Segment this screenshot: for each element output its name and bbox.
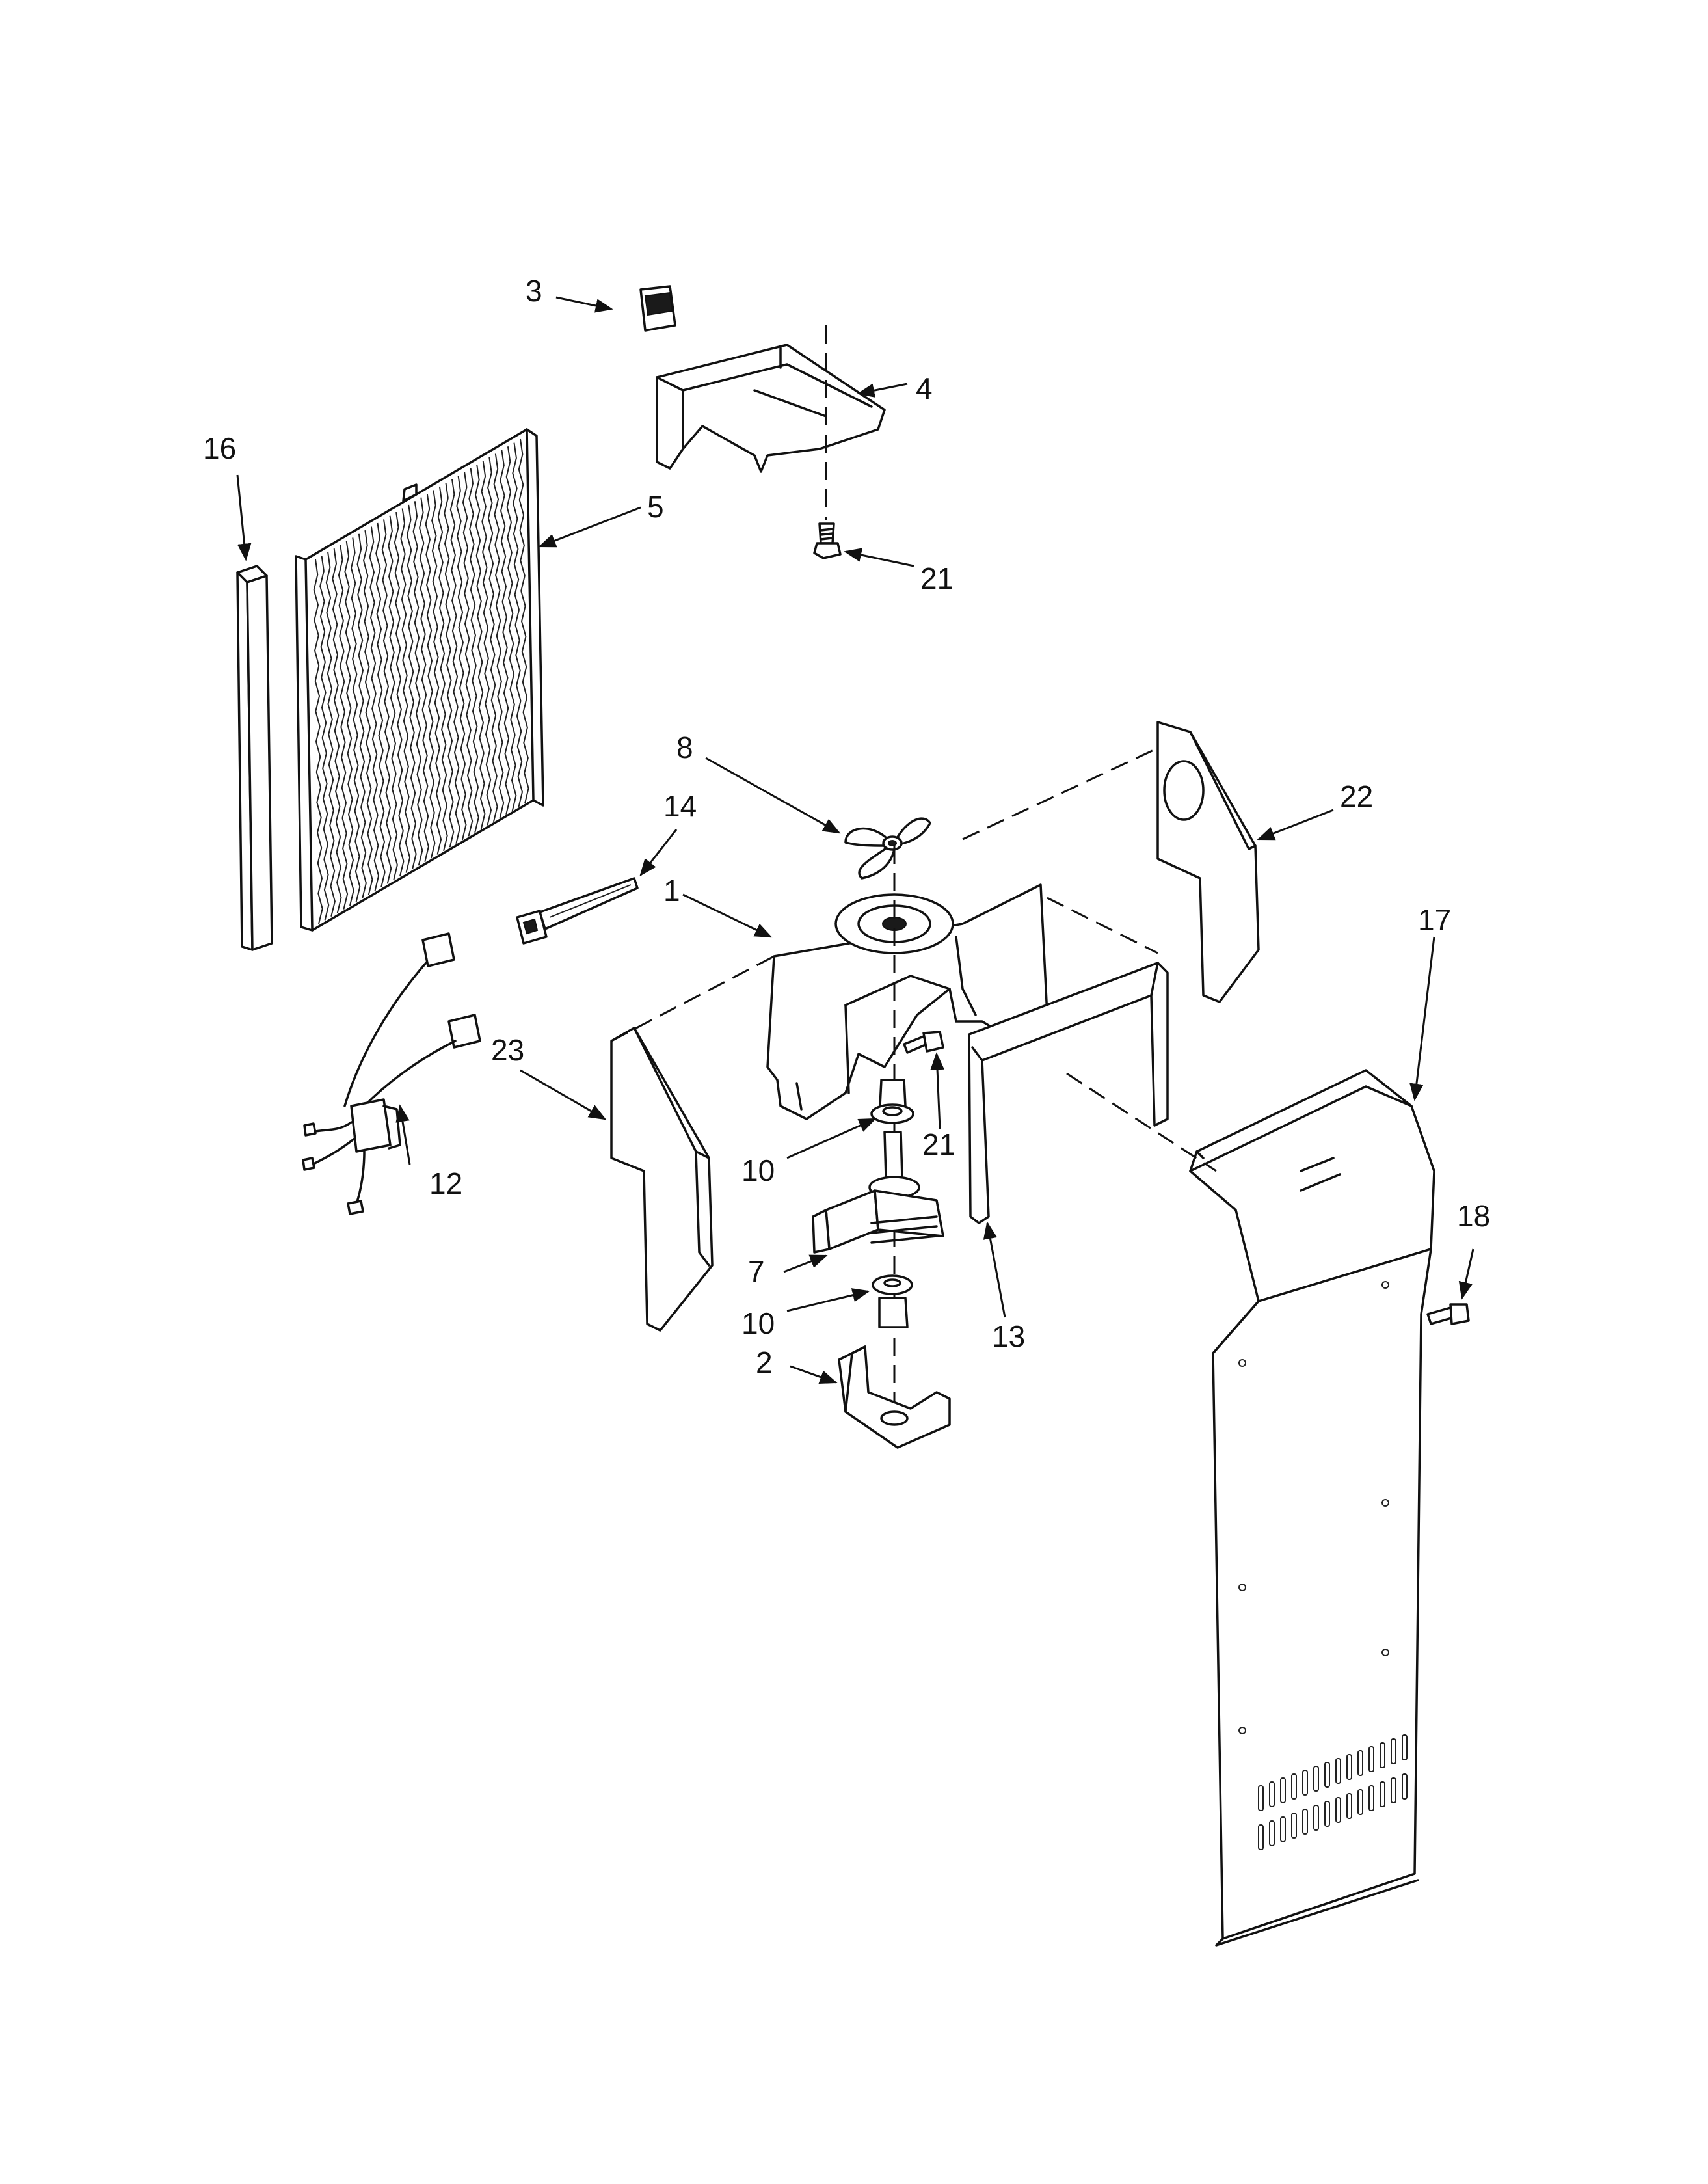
- leader-lines: [236, 296, 1474, 1384]
- label-part-10-lower: 10: [741, 1306, 775, 1340]
- label-part-4: 4: [916, 371, 933, 405]
- part-18-screw: [1426, 1303, 1470, 1325]
- part-10-grommet-upper: [870, 1079, 914, 1124]
- part-10-grommet-lower: [872, 1274, 913, 1328]
- part-13-u-duct: [968, 962, 1169, 1224]
- part-7-motor: [812, 1131, 944, 1254]
- label-part-21-mid: 21: [922, 1127, 955, 1161]
- part-4-bracket: [656, 344, 886, 473]
- label-part-13: 13: [992, 1319, 1025, 1353]
- label-part-10-upper: 10: [741, 1153, 775, 1187]
- part-22-panel: [1156, 721, 1260, 1003]
- part-3-clip: [639, 285, 676, 332]
- part-21-screw-top: [813, 522, 842, 559]
- cover-vents: [1258, 1734, 1408, 1850]
- label-part-17: 17: [1418, 903, 1451, 937]
- label-part-7: 7: [748, 1254, 765, 1288]
- part-2-motor-bracket: [838, 1345, 951, 1449]
- part-5-condenser: [295, 428, 544, 932]
- part-12-wire-harness: [302, 932, 481, 1215]
- part-17-rear-cover: [1189, 1069, 1435, 1947]
- label-part-21-top: 21: [920, 561, 954, 595]
- condenser-fins: [313, 438, 529, 924]
- part-1-shroud: [766, 883, 1048, 1120]
- part-14-cable-tie: [516, 877, 639, 945]
- label-part-18: 18: [1457, 1199, 1490, 1233]
- label-part-5: 5: [647, 490, 664, 524]
- part-23-panel: [610, 1027, 714, 1332]
- label-part-3: 3: [526, 274, 542, 308]
- label-part-23: 23: [491, 1033, 524, 1067]
- label-part-1: 1: [663, 874, 680, 908]
- label-part-14: 14: [663, 789, 697, 823]
- label-part-16: 16: [203, 431, 236, 465]
- label-part-12: 12: [429, 1166, 462, 1200]
- part-16-strip: [236, 565, 273, 951]
- label-part-22: 22: [1340, 779, 1373, 813]
- label-part-2: 2: [756, 1345, 773, 1379]
- part-8-fan-blade: [844, 817, 931, 880]
- part-21-screw-mid: [903, 1031, 944, 1054]
- label-part-8: 8: [676, 731, 693, 764]
